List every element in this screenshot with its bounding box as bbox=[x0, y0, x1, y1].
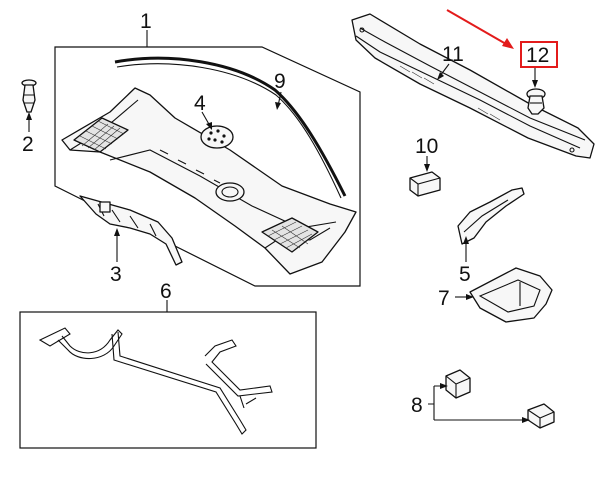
part-9-seal bbox=[114, 56, 347, 197]
callout-1: 1 bbox=[140, 10, 152, 33]
part-6-group-frame bbox=[19, 311, 317, 449]
callout-4: 4 bbox=[194, 92, 206, 115]
part-10-clip bbox=[409, 171, 441, 197]
callout-2: 2 bbox=[22, 133, 34, 156]
callout-3: 3 bbox=[110, 263, 122, 286]
callout-7: 7 bbox=[438, 287, 450, 310]
callout-12: 12 bbox=[526, 44, 549, 67]
callout-6: 6 bbox=[160, 280, 172, 303]
part-2-clip bbox=[21, 79, 37, 113]
part-8-clip-upper bbox=[445, 369, 471, 399]
part-5-side-seal bbox=[457, 187, 525, 245]
callout-5: 5 bbox=[459, 263, 471, 286]
callout-8: 8 bbox=[411, 394, 423, 417]
callout-11: 11 bbox=[442, 43, 464, 66]
part-4-plug bbox=[200, 125, 234, 149]
part-1-cowl-panel bbox=[61, 87, 357, 275]
highlight-marker bbox=[446, 9, 558, 68]
part-9-seal-inner bbox=[116, 63, 342, 199]
part-8-clip-lower bbox=[527, 403, 555, 429]
part-11-cowl-top bbox=[351, 13, 595, 159]
part-12-fastener bbox=[526, 88, 546, 115]
callout-9: 9 bbox=[274, 70, 286, 93]
callout-12-highlight-box bbox=[520, 41, 558, 68]
part-6-wire-seals bbox=[38, 327, 273, 435]
callout-10: 10 bbox=[415, 135, 438, 158]
leader-lines bbox=[26, 30, 538, 423]
part-3-bracket bbox=[79, 195, 183, 266]
part-7-deflector bbox=[469, 267, 553, 323]
